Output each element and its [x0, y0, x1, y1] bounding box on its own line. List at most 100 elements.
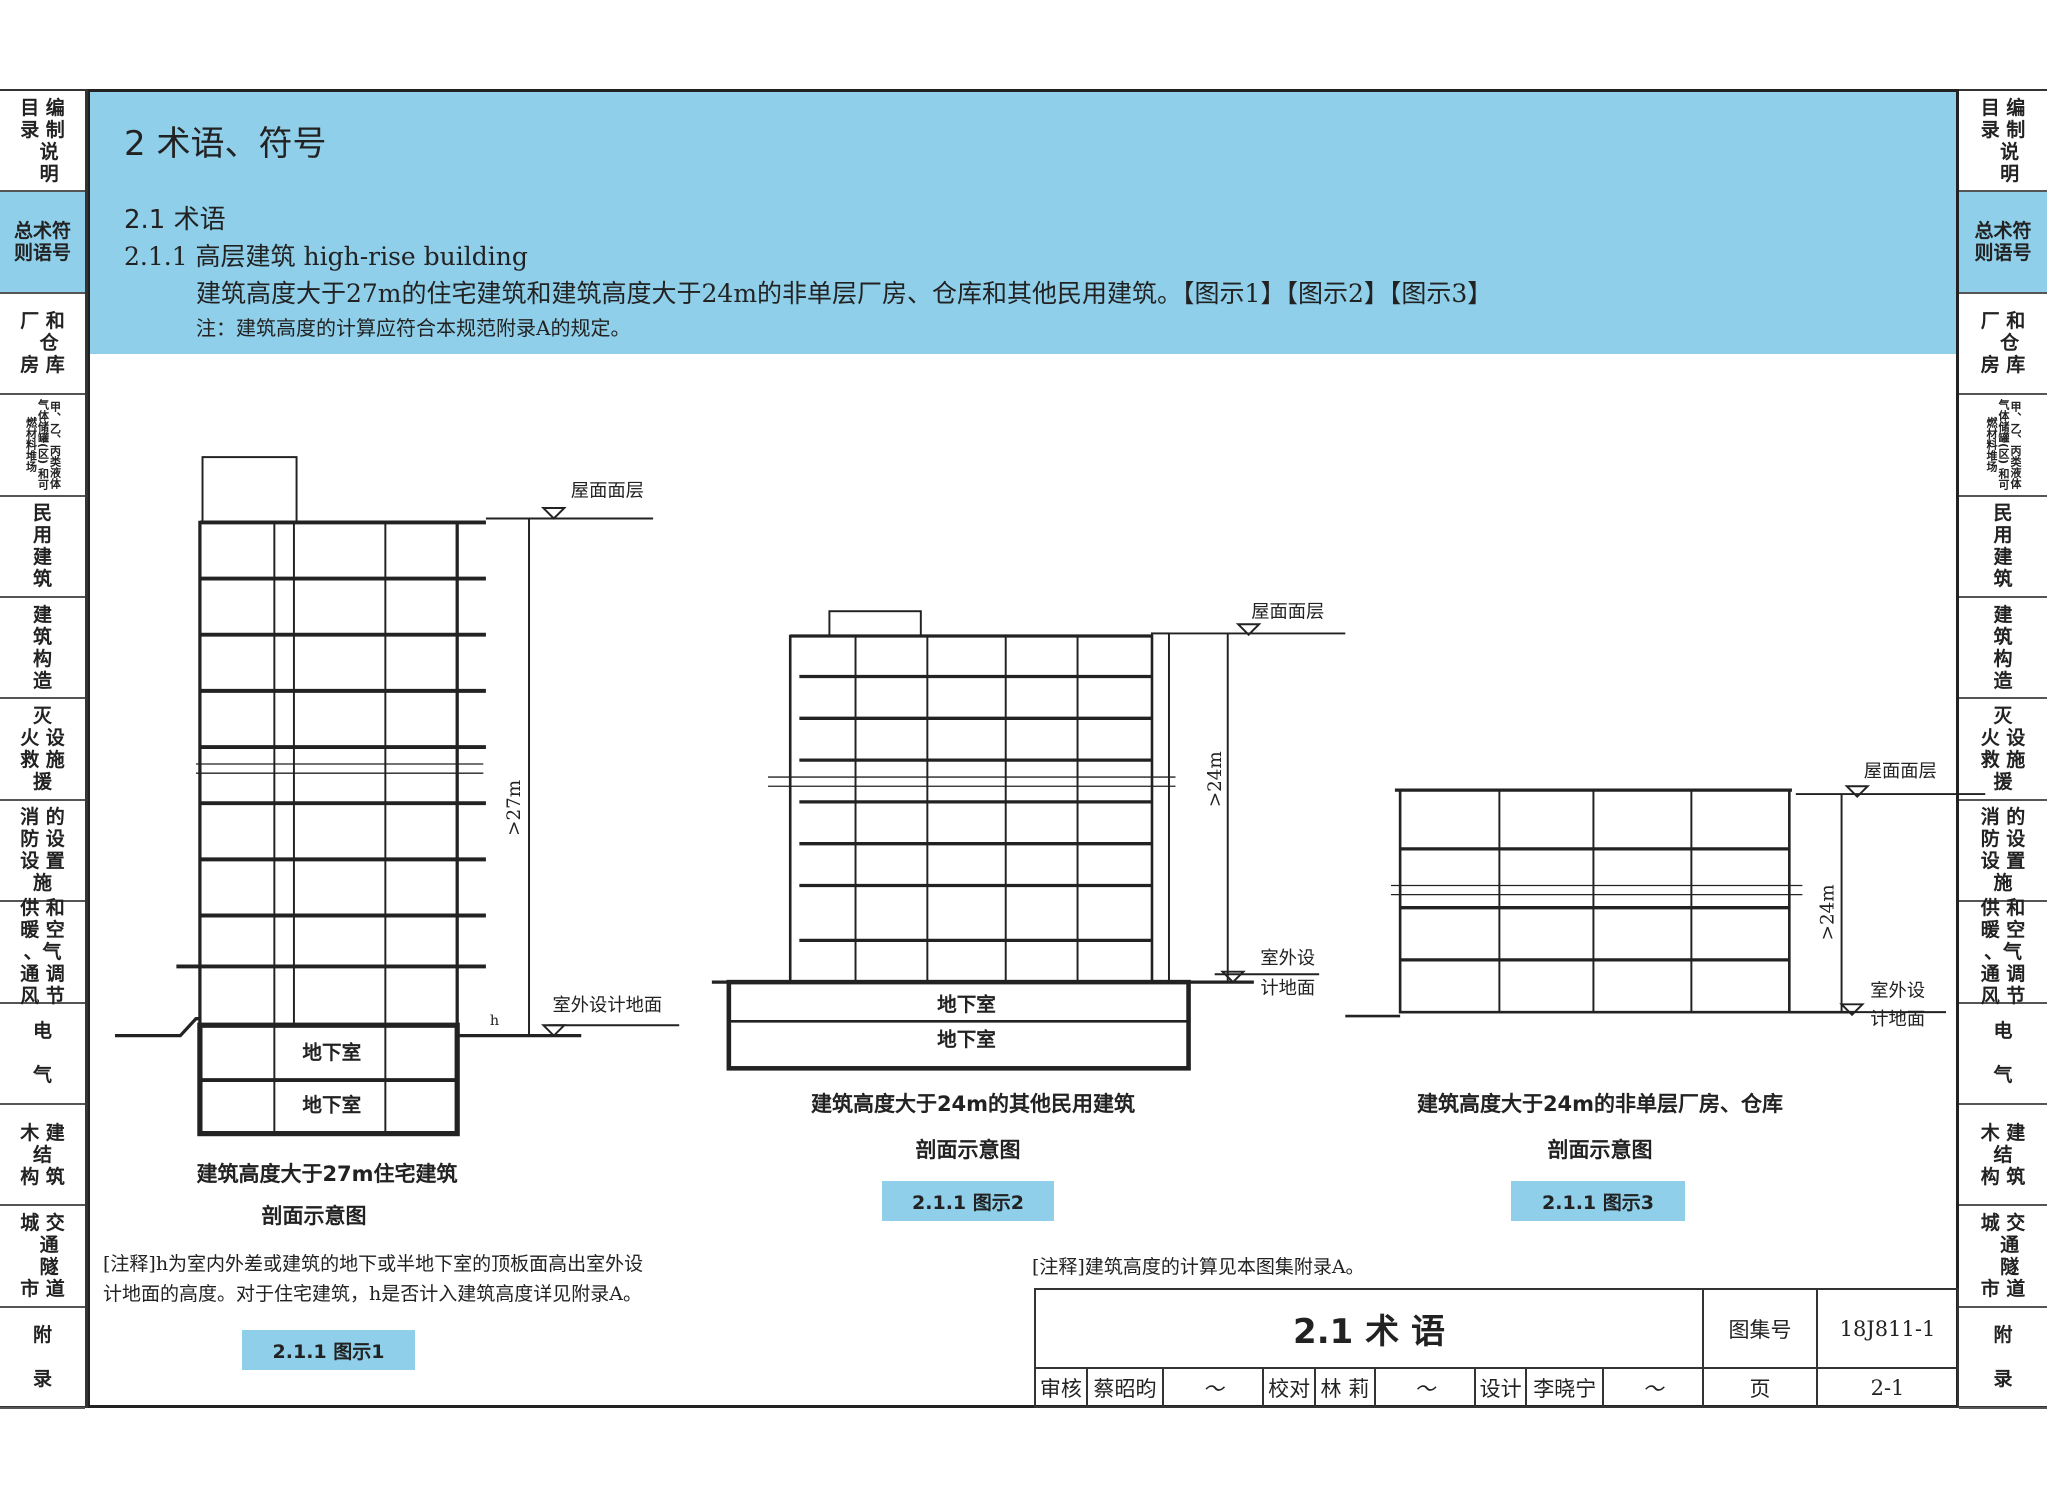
chapter-tab-label: 城 交 通 隧 市 道 [1980, 1211, 2026, 1300]
chapter-tab[interactable]: 城 交 通 隧 市 道 [0, 1206, 85, 1308]
left-note-line-2: 计地面的高度。对于住宅建筑，h是否计入建筑高度详见附录A。 [103, 1283, 642, 1305]
page-frame [87, 89, 1959, 1408]
chapter-tab[interactable]: 附 录 [0, 1308, 85, 1410]
chapter-tab-label: 供 和 暖 空 、气 通 调 风 节 [20, 896, 65, 1007]
chapter-tab-label: 厂 和 仓 房 库 [1980, 310, 2026, 377]
chapter-tab-label: 城 交 通 隧 市 道 [20, 1211, 65, 1300]
chapter-tab[interactable]: 木 建 结 构 筑 [1959, 1105, 2047, 1207]
figure-2-building [711, 610, 1346, 1071]
chapter-tab-label: 总术符 则语号 [13, 220, 71, 265]
chapter-tab[interactable]: 供 和 暖 空 、气 通 调 风 节 [1959, 897, 2047, 1007]
chapter-tab-label: 民 用 建 筑 [1993, 502, 2013, 591]
fig3-ground-label-1: 室外设 [1870, 980, 1925, 1001]
chapter-tab[interactable]: 总术符 则语号 [0, 192, 85, 294]
chapter-tab[interactable]: 电 气 [0, 1004, 85, 1105]
chapter-tab[interactable]: 电 气 [1959, 1004, 2047, 1105]
fig3-badge: 2.1.1 图示3 [1511, 1181, 1685, 1221]
chapter-tab-label: 灭 火 设 救 施 援 [1980, 705, 2026, 794]
atlas-no-label: 图集号 [1702, 1288, 1818, 1369]
fig1-badge: 2.1.1 图示1 [242, 1330, 415, 1370]
header-note: 注：建筑高度的计算应符合本规范附录A的规定。 [196, 316, 631, 340]
designer-name: 李晓宁 [1525, 1367, 1604, 1408]
page-number: 2-1 [1816, 1367, 1959, 1408]
fig1-basement-1: 地下室 [302, 1041, 361, 1064]
chapter-tab[interactable]: 消 的 防 设 设 置 施 [1959, 801, 2047, 903]
chapter-tab-label: 木 建 结 构 筑 [20, 1121, 65, 1188]
design-label: 设计 [1473, 1367, 1528, 1408]
title-block-title: 2.1 术 语 [1034, 1288, 1704, 1369]
fig2-caption: 建筑高度大于24m的其他民用建筑 [810, 1092, 1136, 1116]
section-title: 2.1 术语 [124, 205, 226, 235]
fig3-roof-label: 屋面面层 [1864, 761, 1937, 782]
atlas-no: 18J811-1 [1816, 1288, 1959, 1369]
fig1-roof-label: 屋面面层 [571, 480, 644, 501]
chapter-tab[interactable]: 木 建 结 构 筑 [0, 1105, 85, 1207]
figure-1-building [115, 456, 680, 1137]
chapter-tab[interactable]: 灭 火 设 救 施 援 [0, 699, 85, 801]
chapter-tab[interactable]: 城 交 通 隧 市 道 [1959, 1206, 2047, 1308]
fig2-ground-label-2: 计地面 [1260, 978, 1315, 999]
fig2-badge: 2.1.1 图示2 [882, 1181, 1054, 1221]
chapter-tab[interactable]: 灭 火 设 救 施 援 [1959, 699, 2047, 801]
chapter-tab[interactable]: 目 编 录 制 说 明 [0, 91, 85, 193]
left-chapter-tabs: 目 编 录 制 说 明总术符 则语号厂 和 仓 房 库甲、乙、丙类液体 气体储罐… [0, 89, 88, 1410]
chapter-tab-label: 建 筑 构 造 [1993, 603, 2013, 692]
fig1-height-label: >27m [504, 780, 525, 836]
right-note: [注释]建筑高度的计算见本图集附录A。 [1032, 1256, 1365, 1278]
chapter-tab-label: 民 用 建 筑 [32, 502, 52, 591]
page-label: 页 [1702, 1367, 1818, 1408]
chapter-tab[interactable]: 甲、乙、丙类液体 气体储罐(区) 和可燃材料堆场 [1959, 395, 2047, 497]
chapter-tab-label: 甲、乙、丙类液体 气体储罐(区) 和可燃材料堆场 [24, 399, 62, 491]
chapter-tab[interactable]: 目 编 录 制 说 明 [1959, 91, 2047, 193]
chapter-tab-label: 建 筑 构 造 [32, 603, 52, 692]
chapter-tab[interactable]: 附 录 [1959, 1308, 2047, 1410]
fig2-roof-label: 屋面面层 [1251, 602, 1324, 623]
designer-signature: ～ [1602, 1367, 1704, 1408]
chapter-tab[interactable]: 厂 和 仓 房 库 [1959, 294, 2047, 396]
chapter-tab-label: 灭 火 设 救 施 援 [20, 705, 65, 794]
fig1-basement-2: 地下室 [302, 1093, 361, 1116]
chapter-tab[interactable]: 消 的 防 设 设 置 施 [0, 801, 85, 903]
checker-name: 林 莉 [1314, 1367, 1376, 1408]
fig3-caption: 建筑高度大于24m的非单层厂房、仓库 [1416, 1092, 1784, 1116]
chapter-tab-label: 总术符 则语号 [1974, 220, 2032, 265]
check-label: 校对 [1262, 1367, 1317, 1408]
chapter-tab-label: 目 编 录 制 说 明 [1980, 96, 2026, 185]
chapter-tab[interactable]: 民 用 建 筑 [0, 497, 85, 598]
chapter-tab-label: 电 气 [32, 1020, 52, 1087]
fig3-height-label: >24m [1818, 884, 1839, 940]
chapter-tab-label: 厂 和 仓 房 库 [20, 310, 65, 377]
chapter-tab[interactable]: 厂 和 仓 房 库 [0, 294, 85, 396]
chapter-tab-label: 消 的 防 设 设 置 施 [1980, 806, 2026, 895]
title-block: 2.1 术 语 图集号 18J811-1 审核 蔡昭昀 ～ 校对 林 莉 ～ 设… [1034, 1288, 1959, 1408]
reviewer-signature: ～ [1162, 1367, 1265, 1408]
fig1-ground-label: 室外设计地面 [553, 995, 663, 1016]
chapter-tab[interactable]: 建 筑 构 造 [1959, 598, 2047, 700]
figure-3-building [1345, 785, 1986, 1018]
fig2-ground-label-1: 室外设 [1260, 948, 1315, 969]
chapter-tab-label: 木 建 结 构 筑 [1980, 1121, 2026, 1188]
chapter-tab-label: 电 气 [1993, 1020, 2013, 1087]
reviewer-name: 蔡昭昀 [1085, 1367, 1165, 1408]
fig1-caption-sub: 剖面示意图 [261, 1204, 367, 1228]
fig2-height-label: >24m [1205, 751, 1226, 807]
chapter-tab-label: 甲、乙、丙类液体 气体储罐(区) 和可燃材料堆场 [1985, 399, 2022, 491]
chapter-tab[interactable]: 总术符 则语号 [1959, 192, 2047, 294]
chapter-tab-label: 供 和 暖 空 、气 通 调 风 节 [1980, 896, 2026, 1007]
checker-signature: ～ [1373, 1367, 1476, 1408]
header-band [90, 92, 1956, 354]
fig1-h-label: h [490, 1013, 499, 1029]
left-note-line-1: [注释]h为室内外差或建筑的地下或半地下室的顶板面高出室外设 [103, 1253, 644, 1275]
chapter-title: 2 术语、符号 [124, 124, 327, 164]
chapter-tab[interactable]: 建 筑 构 造 [0, 598, 85, 700]
chapter-tab-label: 消 的 防 设 设 置 施 [20, 806, 65, 895]
review-label: 审核 [1034, 1367, 1088, 1408]
chapter-tab-label: 附 录 [32, 1324, 52, 1391]
chapter-tab[interactable]: 民 用 建 筑 [1959, 497, 2047, 598]
chapter-tab[interactable]: 甲、乙、丙类液体 气体储罐(区) 和可燃材料堆场 [0, 395, 85, 497]
chapter-tab-label: 附 录 [1993, 1324, 2013, 1391]
chapter-tab[interactable]: 供 和 暖 空 、气 通 调 风 节 [0, 897, 85, 1007]
fig3-caption-sub: 剖面示意图 [1547, 1138, 1653, 1162]
fig3-ground-label-2: 计地面 [1870, 1009, 1925, 1030]
